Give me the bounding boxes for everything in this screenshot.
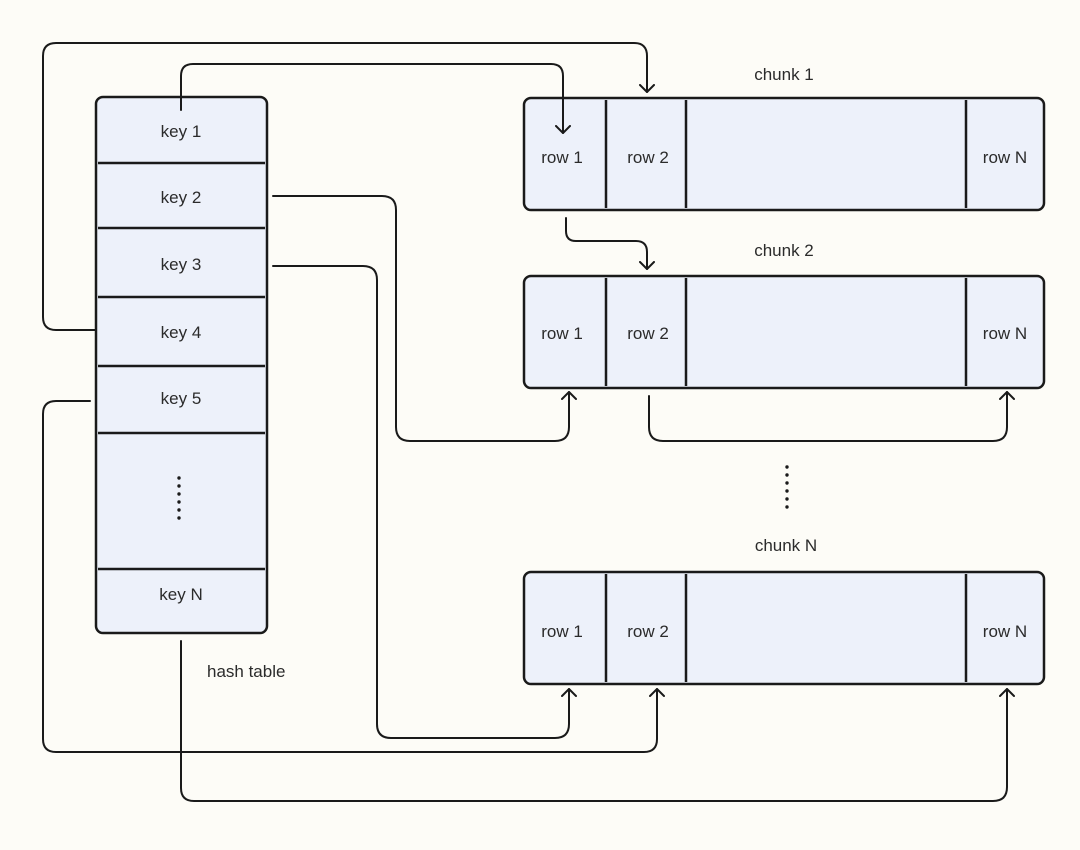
arrow-key3-to-chunkn-row1 xyxy=(272,265,577,739)
hash-table: key 1 key 2 key 3 key 4 key 5 key N xyxy=(94,95,269,635)
chunk-1: row 1 row 2 row N xyxy=(522,96,1046,212)
chunk-n-row-1: row 1 xyxy=(541,622,583,641)
chunk-2: row 1 row 2 row N xyxy=(522,274,1046,390)
chunk-2-label: chunk 2 xyxy=(754,241,814,260)
hash-key-5: key 5 xyxy=(161,389,202,408)
hash-key-3: key 3 xyxy=(161,255,202,274)
chunk-n-label: chunk N xyxy=(755,536,817,555)
arrow-chunk2-row2-to-chunk2-rown xyxy=(648,391,1015,442)
arrow-key1-to-chunk1-row1 xyxy=(180,63,571,134)
chunk-2-row-1: row 1 xyxy=(541,324,583,343)
hash-table-label: hash table xyxy=(207,662,285,681)
chunk-n: row 1 row 2 row N xyxy=(522,570,1046,686)
chunk-1-row-n: row N xyxy=(983,148,1027,167)
chunk-1-label: chunk 1 xyxy=(754,65,814,84)
arrow-key2-to-chunk2-row1 xyxy=(272,195,577,442)
hash-key-4: key 4 xyxy=(161,323,202,342)
chunks-ellipsis xyxy=(785,465,789,509)
chunk-2-row-2: row 2 xyxy=(627,324,669,343)
hash-key-2: key 2 xyxy=(161,188,202,207)
chunk-2-row-n: row N xyxy=(983,324,1027,343)
chunk-n-row-2: row 2 xyxy=(627,622,669,641)
chunk-1-row-2: row 2 xyxy=(627,148,669,167)
chunk-n-row-n: row N xyxy=(983,622,1027,641)
arrow-key4-to-chunk1-row2 xyxy=(42,42,655,331)
arrow-key5-to-chunkn-row2 xyxy=(42,400,665,753)
hash-key-1: key 1 xyxy=(161,122,202,141)
hash-key-n: key N xyxy=(159,585,202,604)
arrow-chunk1-row1-to-chunk2-row2 xyxy=(565,217,655,270)
chunk-1-row-1: row 1 xyxy=(541,148,583,167)
arrow-keyn-to-chunkn-rown xyxy=(180,640,1015,802)
hash-ellipsis xyxy=(177,476,181,520)
